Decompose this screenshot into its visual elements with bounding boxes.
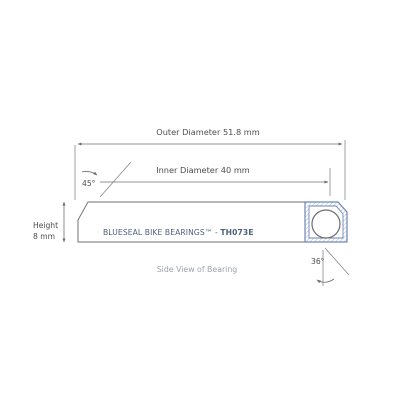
angle-36-label: 36° xyxy=(311,257,325,266)
outer-diameter-label: Outer Diameter 51.8 mm xyxy=(156,127,259,137)
angle-36-arc xyxy=(316,278,335,284)
bearing-ball xyxy=(311,209,341,239)
angle-45-label: 45° xyxy=(82,179,96,188)
height-label-line2: 8 mm xyxy=(33,232,55,241)
diagram-caption: Side View of Bearing xyxy=(157,265,238,274)
angle-45-arc xyxy=(81,171,98,176)
bearing-brand-text: BLUESEAL BIKE BEARINGS™ - TH073E xyxy=(103,228,254,237)
angle-45-guide-line xyxy=(99,161,132,198)
inner-diameter-label: Inner Diameter 40 mm xyxy=(156,165,250,175)
model-text: TH073E xyxy=(220,228,253,237)
brand-text: BLUESEAL BIKE BEARINGS™ - xyxy=(103,228,220,237)
angle-36-guide-line xyxy=(324,247,350,276)
height-label-line1: Height xyxy=(33,221,58,230)
